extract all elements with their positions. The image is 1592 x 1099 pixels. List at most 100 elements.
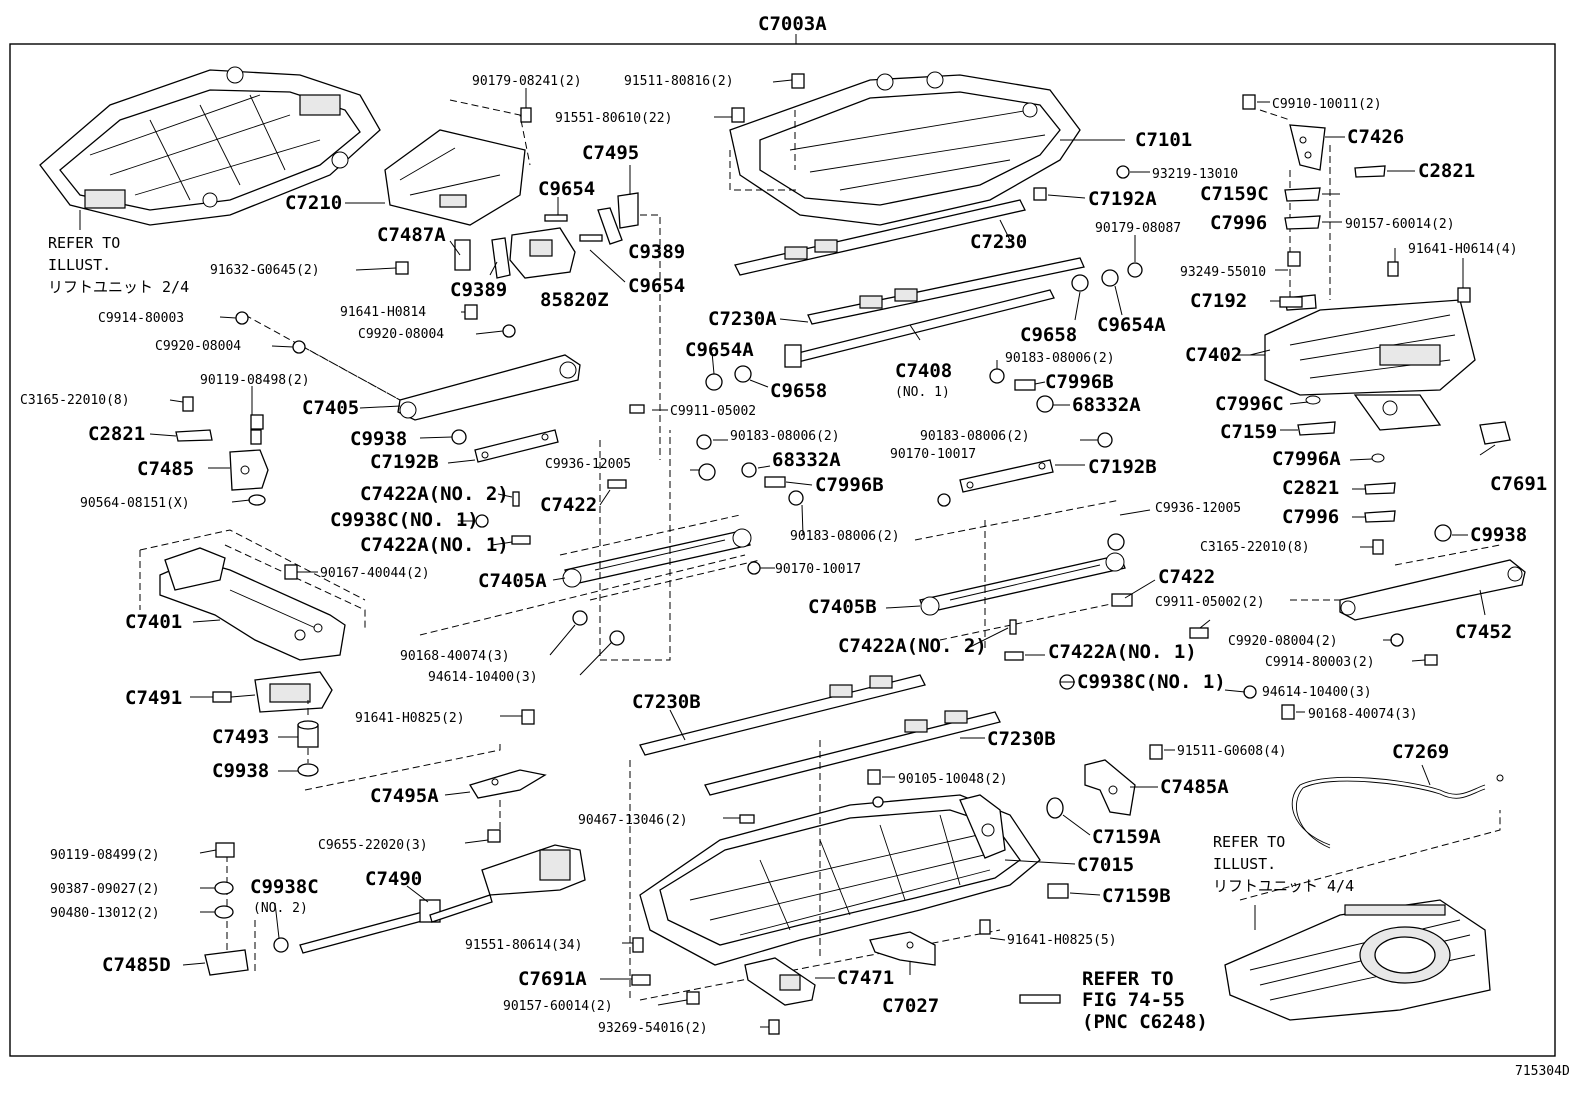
label-90179-08241: 90179-08241(2) [472, 74, 582, 89]
part-c7402 [1249, 299, 1476, 431]
part-c7485 [175, 429, 269, 491]
part-c7210 [384, 99, 531, 226]
label-c7230a: C7230A [708, 308, 777, 330]
label-c9654a-a: C9654A [1097, 314, 1166, 336]
label-c9389-a: C9389 [628, 241, 685, 263]
part-c7015-frame [629, 740, 1041, 1001]
refer-left-line3: リフトユニット 2/4 [48, 278, 189, 296]
label-c7402: C7402 [1185, 344, 1242, 366]
label-c7490: C7490 [365, 868, 422, 890]
label-c9936-12005-b: C9936-12005 [1155, 501, 1241, 516]
label-c7471: C7471 [837, 967, 894, 989]
label-c7230b-a: C7230B [632, 691, 701, 713]
label-c7495a: C7495A [370, 785, 439, 807]
label-93269-54016: 93269-54016(2) [598, 1021, 708, 1036]
part-c7101-frame [729, 71, 1125, 226]
rails [639, 199, 1085, 796]
label-c7269: C7269 [1392, 741, 1449, 763]
label-93219-13010: 93219-13010 [1152, 167, 1238, 182]
label-c3165-22010-b: C3165-22010(8) [1200, 540, 1310, 555]
label-91641-h0825-b: 91641-H0825(5) [1007, 933, 1117, 948]
label-90170-10017-b: 90170-10017 [775, 562, 861, 577]
refer-fig-line3: (PNC C6248) [1082, 1011, 1208, 1033]
label-90183-08006-a: 90183-08006(2) [1005, 351, 1115, 366]
part-c7269 [1239, 774, 1504, 901]
label-c7405b: C7405B [808, 596, 877, 618]
label-91641-h0825-a: 91641-H0825(2) [355, 711, 465, 726]
label-c9938-a: C9938 [350, 428, 407, 450]
label-90168-40074-b: 90168-40074(3) [1308, 707, 1418, 722]
label-c7405: C7405 [302, 397, 359, 419]
label-91551-80610: 91551-80610(22) [555, 111, 672, 126]
refer-left-line1: REFER TO [48, 234, 120, 252]
label-c9658-b: C9658 [770, 380, 827, 402]
label-c2821-c: C2821 [1282, 477, 1339, 499]
label-c9920-08004-b: C9920-08004 [358, 327, 444, 342]
label-90179-08087: 90179-08087 [1095, 221, 1181, 236]
refer-fig-line1: REFER TO [1082, 968, 1174, 990]
label-c9938c-no2: C9938C [250, 876, 319, 898]
label-90119-08498: 90119-08498(2) [200, 373, 310, 388]
label-91511-80816: 91511-80816(2) [624, 74, 734, 89]
part-c7408-shaft [705, 269, 1119, 391]
label-c9914-80003: C9914-80003 [98, 311, 184, 326]
label-c7408: C7408 [895, 360, 952, 382]
label-90183-08006-d: 90183-08006(2) [790, 529, 900, 544]
label-c7401: C7401 [125, 611, 182, 633]
figure-code: 715304D [1515, 1064, 1570, 1079]
label-c7192a: C7192A [1088, 188, 1157, 210]
label-c7996c: C7996C [1215, 393, 1284, 415]
label-c2821-a: C2821 [1418, 160, 1475, 182]
part-c7426 [1259, 109, 1331, 310]
label-90167-40044: 90167-40044(2) [320, 566, 430, 581]
label-c7996b-b: C7996B [815, 474, 884, 496]
label-c7192: C7192 [1190, 290, 1247, 312]
label-c7192b-a: C7192B [370, 451, 439, 473]
part-c7485a [1046, 759, 1136, 899]
fasteners [182, 73, 1471, 1035]
label-c7452: C7452 [1455, 621, 1512, 643]
label-90467-13046: 90467-13046(2) [578, 813, 688, 828]
label-c9914-80003-b: C9914-80003(2) [1265, 655, 1375, 670]
label-c9389-b: C9389 [450, 279, 507, 301]
label-91511-g0608: 91511-G0608(4) [1177, 744, 1287, 759]
label-c9654-a: C9654 [538, 178, 595, 200]
lift-unit-ref-left: REFER TO ILLUST. リフトユニット 2/4 [39, 66, 381, 296]
label-c7491: C7491 [125, 687, 182, 709]
label-c7485a: C7485A [1160, 776, 1229, 798]
label-c9654-b: C9654 [628, 275, 685, 297]
label-c9938c-no1-b: C9938C(NO. 1) [1077, 671, 1226, 693]
label-c9911-05002-b: C9911-05002(2) [1155, 595, 1265, 610]
label-c7192b-b: C7192B [1088, 456, 1157, 478]
label-c7027: C7027 [882, 995, 939, 1017]
label-c9911-05002-a: C9911-05002 [670, 404, 756, 419]
refer-right-line2: ILLUST. [1213, 855, 1276, 873]
label-90183-08006-c: 90183-08006(2) [920, 429, 1030, 444]
label-90168-40074-a: 90168-40074(3) [400, 649, 510, 664]
label-c7426: C7426 [1347, 126, 1404, 148]
lift-unit-ref-right: REFER TO ILLUST. リフトユニット 4/4 [1213, 833, 1491, 1021]
label-c7159: C7159 [1220, 421, 1277, 443]
part-c7491 [212, 671, 333, 713]
part-c7691 [1479, 421, 1511, 445]
label-c9910-10011: C9910-10011(2) [1272, 97, 1382, 112]
label-94614-10400-b: 94614-10400(3) [1262, 685, 1372, 700]
label-c3165-22010-a: C3165-22010(8) [20, 393, 130, 408]
label-c7405a: C7405A [478, 570, 547, 592]
label-c7691: C7691 [1490, 473, 1547, 495]
label-c7422a-no2-a: C7422A(NO. 2) [360, 483, 509, 505]
refer-right-line1: REFER TO [1213, 833, 1285, 851]
label-93249-55010: 93249-55010 [1180, 265, 1266, 280]
label-c7495: C7495 [582, 142, 639, 164]
label-c7408-no1: (NO. 1) [895, 385, 950, 400]
label-c7485: C7485 [137, 458, 194, 480]
part-c7405a [419, 430, 761, 661]
label-90183-08006-b: 90183-08006(2) [730, 429, 840, 444]
part-c7405-link [244, 314, 581, 421]
part-c7452 [1290, 544, 1526, 621]
label-c7422a-no1-a: C7422A(NO. 1) [360, 534, 509, 556]
label-90105-10048: 90105-10048(2) [898, 772, 1008, 787]
label-c9655-22020: C9655-22020(3) [318, 838, 428, 853]
label-c7230b-b: C7230B [987, 728, 1056, 750]
label-91551-80614: 91551-80614(34) [465, 938, 582, 953]
